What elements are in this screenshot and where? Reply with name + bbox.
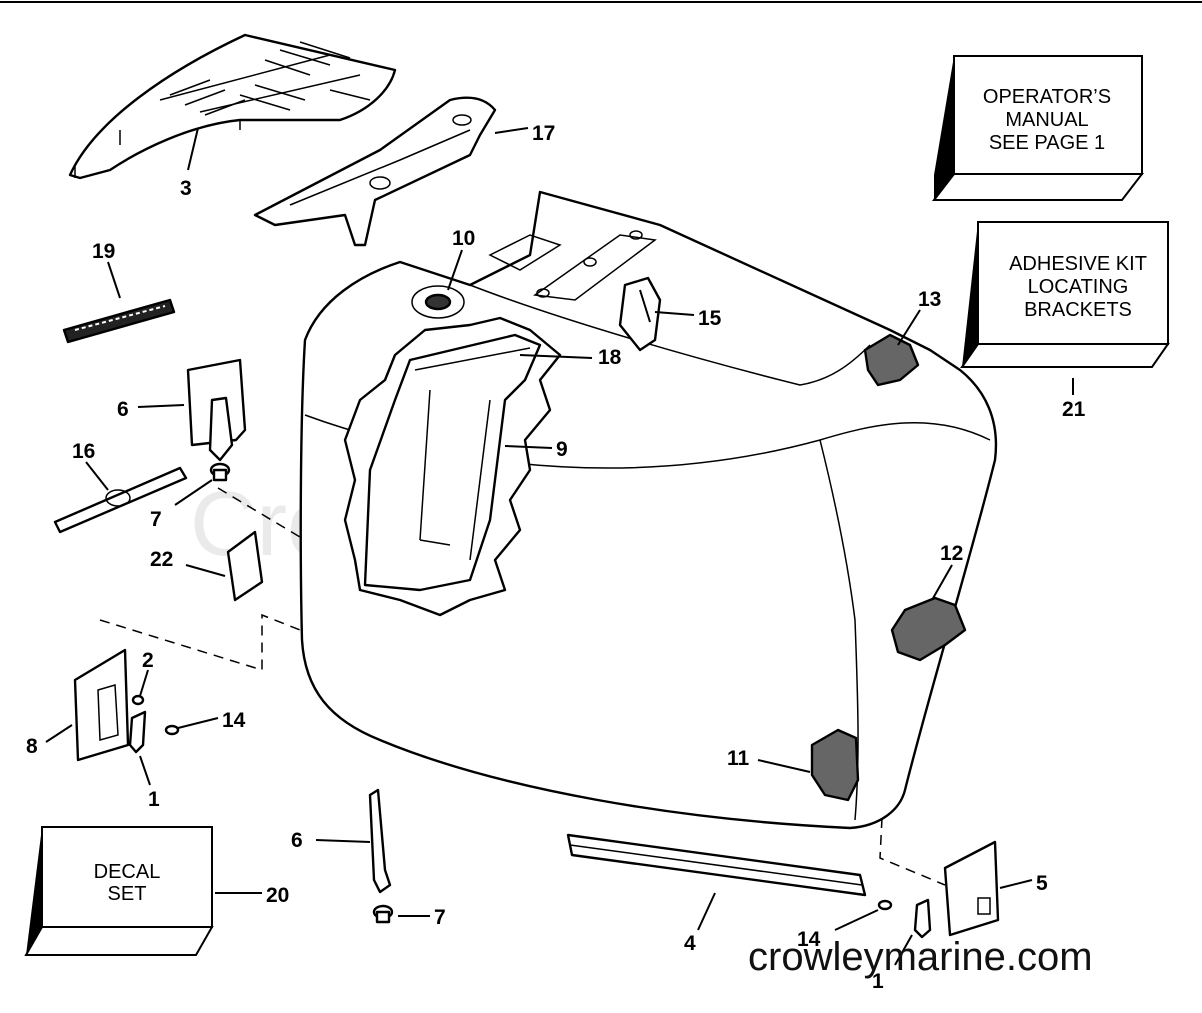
leader-13 [897, 309, 921, 346]
part-14-lower-screw [877, 899, 893, 911]
leader-3 [187, 127, 199, 171]
callout-22: 22 [150, 548, 173, 571]
part-6-lower-clip [368, 788, 392, 894]
callout-19: 19 [92, 240, 115, 263]
manual-line-2: MANUAL [1005, 109, 1088, 131]
callout-14-upper: 14 [222, 709, 246, 732]
leader-12 [931, 564, 953, 601]
callout-14-lower: 14 [797, 928, 821, 951]
callout-4: 4 [684, 932, 696, 955]
callout-9: 9 [556, 438, 568, 461]
part-15-bracket [618, 276, 662, 352]
leader-6-lower [315, 839, 371, 843]
part-7-lower-grommet [372, 904, 394, 924]
dash-8 [99, 613, 301, 672]
callout-15: 15 [698, 307, 722, 330]
adhesive-line-2: LOCATING [1028, 276, 1129, 298]
part-5-bracket [943, 840, 1000, 937]
leader-22 [185, 564, 226, 577]
manual-line-3: SEE PAGE 1 [989, 132, 1105, 154]
part-14-upper-screw [164, 724, 180, 736]
leader-14-upper [177, 717, 219, 729]
part-3-grille-cover [68, 33, 397, 180]
part-1-upper-clip [128, 710, 147, 754]
part-2-screw [131, 694, 145, 706]
part-11-pad [810, 728, 860, 802]
operators-manual-box: OPERATOR’S MANUAL SEE PAGE 1 [931, 55, 1145, 201]
leader-7-upper [174, 479, 213, 506]
leader-9 [504, 445, 553, 449]
part-17-cover-plate [253, 96, 497, 247]
part-6-upper-clip [186, 358, 247, 462]
callout-3: 3 [180, 177, 192, 200]
callout-21: 21 [1062, 398, 1086, 421]
callout-11: 11 [727, 747, 750, 770]
leader-16 [85, 461, 109, 491]
part-13-pad [863, 333, 920, 387]
adhesive-line-3: BRACKETS [1024, 299, 1132, 321]
leader-1-lower [894, 934, 913, 966]
leader-10 [447, 249, 463, 291]
leader-19 [107, 261, 121, 299]
callout-5: 5 [1036, 872, 1048, 895]
part-1-lower-clip [913, 898, 932, 939]
leader-11 [757, 759, 811, 773]
decal-line-2: SET [108, 883, 147, 905]
cutaway-9-18 [343, 316, 562, 617]
callout-13: 13 [918, 288, 941, 311]
leader-14-lower [834, 909, 879, 931]
leader-6-upper [137, 404, 185, 408]
manual-line-1: OPERATOR’S [983, 86, 1111, 108]
callout-12: 12 [940, 542, 963, 565]
callout-17: 17 [532, 122, 555, 145]
decal-set-box: DECAL SET [24, 826, 214, 956]
part-7-upper-grommet [209, 462, 231, 482]
leader-18 [519, 354, 593, 359]
adhesive-line-1: ADHESIVE KIT [1009, 253, 1147, 275]
callout-7-upper: 7 [150, 508, 162, 531]
callout-16: 16 [72, 440, 95, 463]
leader-15 [654, 311, 695, 316]
dash-5 [879, 817, 946, 886]
part-19-decal [62, 298, 176, 344]
site-caption: crowleymarine.com [748, 935, 1093, 979]
callout-6-lower: 6 [291, 829, 303, 852]
callout-7-lower: 7 [434, 906, 446, 929]
part-16-strap [53, 466, 188, 534]
adhesive-kit-box: ADHESIVE KIT LOCATING BRACKETS [960, 221, 1170, 368]
decal-line-1: DECAL [94, 861, 161, 883]
callout-6-upper: 6 [117, 398, 129, 421]
callout-18: 18 [598, 346, 622, 369]
part-12-pad [890, 596, 967, 662]
leader-5 [999, 879, 1033, 889]
leader-8 [45, 724, 73, 743]
callout-1-lower: 1 [872, 970, 884, 993]
leader-1-upper [139, 755, 151, 786]
callout-8: 8 [26, 735, 38, 758]
part-4-seal [566, 833, 867, 897]
leader-2 [139, 669, 149, 697]
part-8-bracket [73, 648, 130, 762]
callout-2: 2 [142, 649, 154, 672]
leader-4 [697, 892, 716, 931]
callout-1-upper: 1 [148, 788, 160, 811]
callout-20: 20 [266, 884, 289, 907]
leader-17 [494, 127, 529, 134]
part-22-plate [226, 530, 264, 602]
callout-10: 10 [452, 227, 475, 250]
